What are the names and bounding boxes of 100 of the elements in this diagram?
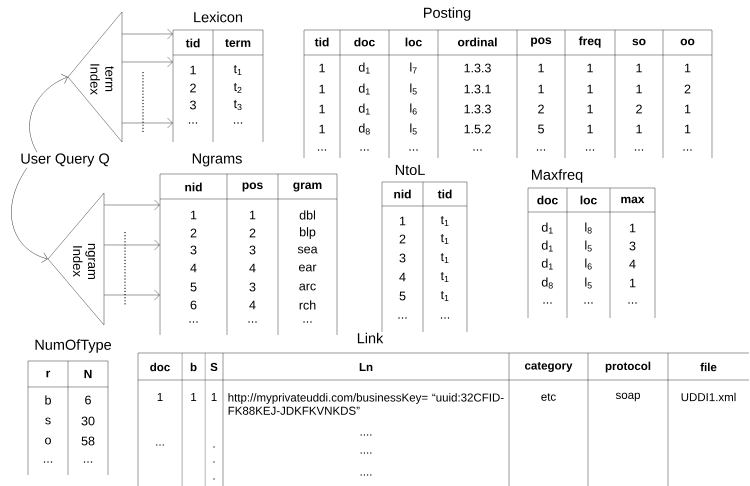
table-entry: t$_{1}$ — [440, 216, 448, 226]
table-entry: ... — [440, 317, 450, 319]
table-entry: t$_{3}$ — [234, 100, 242, 110]
table-entry: l$_{5}$ — [585, 277, 592, 288]
table-entry: d$_{8}$ — [358, 123, 370, 135]
table-entry: 1 — [630, 224, 636, 232]
table-entry: 1 — [636, 84, 642, 94]
table-entry: d$_{1}$ — [358, 62, 370, 74]
table-entry: t$_{1}$ — [440, 234, 448, 244]
table-entry: 1.3.3 — [464, 64, 491, 72]
table-entry: 1 — [319, 84, 325, 94]
table-entry: .... — [360, 434, 372, 436]
column-header: r — [46, 370, 50, 378]
table-entry: d$_{1}$ — [358, 104, 370, 114]
table-title: NtoL — [396, 164, 425, 176]
table-title: Posting — [424, 7, 470, 21]
table-entry: d$_{8}$ — [542, 277, 553, 289]
table-entry: l$_{5}$ — [585, 240, 592, 252]
table-title: NumOfType — [36, 339, 112, 353]
table-entry: 5 — [400, 292, 406, 300]
arrow — [122, 28, 173, 40]
table-entry: b — [45, 395, 51, 405]
table-entry: 3 — [630, 242, 636, 250]
table-entry: 1 — [190, 66, 196, 74]
table-entry: ... — [536, 149, 546, 151]
table-entry: etc — [541, 393, 556, 401]
column-header: S — [210, 362, 218, 372]
table-entry: . — [213, 478, 215, 480]
column-header: loc — [406, 38, 422, 46]
table-entry: UDDI1.xml — [682, 392, 736, 402]
table-entry: 1 — [400, 216, 406, 226]
table-entry: 1 — [250, 210, 256, 220]
table-title: Link — [358, 332, 384, 344]
table-entry: 4 — [190, 264, 197, 272]
table-entry: 1 — [587, 124, 593, 134]
table-entry: 1 — [190, 210, 196, 220]
table-entry: 2 — [684, 84, 690, 94]
column-header: protocol — [606, 362, 650, 372]
arrow — [122, 118, 173, 128]
table-entry: 1.3.3 — [464, 104, 491, 114]
table-entry: 5 — [538, 124, 544, 134]
table-entry: ... — [234, 122, 242, 124]
table-entry: ... — [586, 149, 594, 151]
table-entry: ... — [683, 149, 692, 151]
column-header: category — [525, 362, 572, 372]
table-entry: 1 — [587, 104, 593, 114]
table-entry: . — [213, 446, 215, 448]
table-entry: l$_{5}$ — [410, 123, 417, 134]
table-entry: 4 — [629, 260, 636, 268]
table-title: Maxfreq — [532, 169, 582, 183]
table-entry: ear — [299, 264, 316, 272]
table-entry: 1 — [684, 104, 690, 114]
table-entry: 2 — [250, 228, 256, 238]
table-entry: 1.5.2 — [464, 124, 491, 134]
column-header: pos — [531, 38, 552, 46]
table-entry: 2 — [636, 104, 642, 114]
table-entry: d$_{1}$ — [358, 84, 370, 94]
table-entry: 3 — [250, 246, 256, 254]
column-header: so — [632, 38, 646, 46]
table-entry: http://myprivateuddi.com/businessKey= “uuid:32CFID-FK88KEJ-JDKFKVNKDS” — [228, 393, 504, 415]
table-entry: ... — [360, 149, 369, 151]
column-header: tid — [314, 38, 329, 46]
column-header: file — [700, 362, 716, 372]
table-entry: l$_{6}$ — [585, 258, 592, 270]
table-entry: soap — [616, 392, 640, 402]
table-entry: 4 — [249, 300, 256, 310]
table-entry: ... — [543, 302, 552, 304]
table-entry: ... — [318, 149, 326, 151]
column-header: oo — [680, 38, 694, 46]
table-entry: 2 — [400, 234, 406, 244]
table-entry: dbl — [300, 210, 315, 220]
table-entry: 1 — [587, 84, 593, 94]
table-entry: 2 — [190, 84, 196, 92]
table-entry: ... — [84, 461, 92, 463]
table-entry: 1 — [587, 64, 593, 72]
column-header: nid — [185, 182, 202, 192]
table-entry: ... — [188, 122, 198, 124]
column-header: gram — [293, 182, 322, 192]
column-header: nid — [394, 190, 411, 198]
table-title: Ngrams — [192, 154, 242, 166]
table-entry: 6 — [190, 300, 196, 310]
table-entry: .... — [360, 474, 372, 476]
table-entry: 3 — [400, 254, 406, 262]
table-entry: ... — [303, 321, 312, 323]
arrow — [104, 290, 160, 300]
table-entry: .... — [360, 452, 372, 454]
table-title: Lexicon — [194, 12, 242, 22]
arrow — [11, 168, 48, 263]
table-entry: 3 — [190, 100, 196, 110]
column-header: max — [621, 196, 644, 204]
table-entry: l$_{7}$ — [410, 62, 417, 74]
table-entry: t$_{1}$ — [440, 272, 448, 282]
table-entry: 1 — [684, 64, 690, 72]
table-entry: ... — [634, 149, 644, 151]
table-entry: d$_{1}$ — [542, 240, 553, 252]
query-label: User Query Q — [21, 153, 110, 167]
arrow — [104, 240, 160, 250]
table-entry: 1 — [636, 64, 642, 72]
table-entry: s — [45, 418, 51, 424]
table-entry: arc — [299, 284, 316, 290]
